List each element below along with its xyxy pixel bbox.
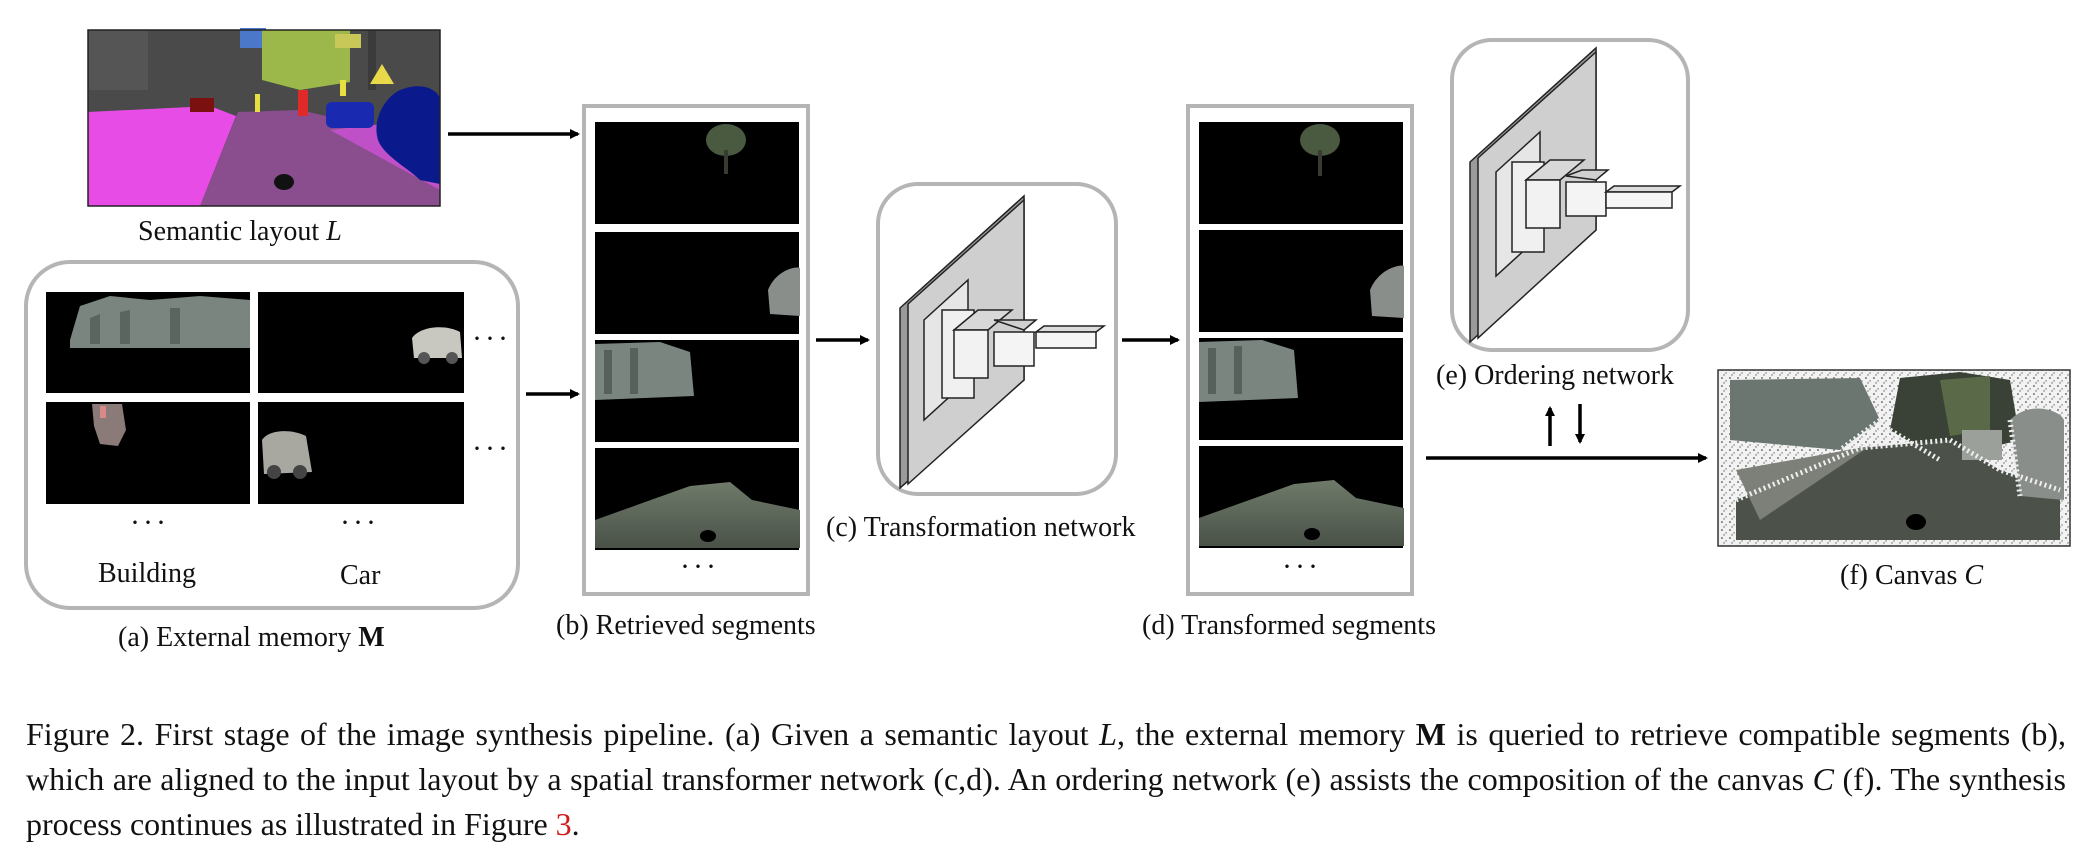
retrieved-segment-car: [595, 232, 800, 334]
semantic-layout-image: [87, 28, 441, 207]
caption-text-4: (f). The synthesis process continues as …: [26, 761, 2067, 842]
pipeline-figure: Semantic layout L ··· ··· ··· ··· Buildi…: [24, 28, 2071, 653]
transformation-network-label: (c) Transformation network: [826, 512, 1136, 543]
retrieved-segment-road: [595, 448, 800, 550]
transformed-segment-tree: [1199, 122, 1403, 224]
ellipsis-car: ···: [340, 506, 379, 539]
caption-symbol-L: L: [1099, 716, 1117, 752]
caption-text-2: , the external memory: [1116, 716, 1416, 752]
figure-caption: Figure 2. First stage of the image synth…: [26, 712, 2066, 847]
retrieved-segment-building: [595, 340, 799, 442]
ellipsis-retrieved: ···: [680, 550, 719, 583]
car-label: Car: [340, 560, 381, 591]
caption-symbol-M: M: [1415, 716, 1446, 752]
transformed-segment-road: [1199, 446, 1404, 548]
ordering-network-label: (e) Ordering network: [1436, 360, 1674, 391]
ordering-network-icon: [1469, 46, 1683, 344]
retrieved-segments-label: (b) Retrieved segments: [556, 610, 816, 641]
memory-car-segment-2: [258, 402, 464, 504]
transformation-network-icon: [899, 194, 1107, 490]
caption-symbol-C: C: [1812, 761, 1834, 797]
memory-building-segment-2: [46, 402, 250, 504]
ellipsis-row-2: ···: [472, 432, 511, 465]
caption-text-5: .: [571, 806, 580, 842]
transformed-segment-building: [1199, 338, 1403, 440]
building-label: Building: [98, 558, 196, 589]
transformed-segments-label: (d) Transformed segments: [1142, 610, 1436, 641]
figure-reference-link[interactable]: 3: [555, 806, 572, 842]
retrieved-segment-tree: [595, 122, 799, 224]
ellipsis-building: ···: [130, 506, 169, 539]
caption-text-1: Figure 2. First stage of the image synth…: [26, 716, 1100, 752]
memory-building-segment-1: [46, 292, 250, 393]
ellipsis-row-1: ···: [472, 322, 511, 355]
memory-car-segment-1: [258, 292, 464, 393]
caption-text-3: is queried to retrieve compatible segmen…: [26, 716, 2067, 797]
canvas-label: (f) Canvas C: [1840, 560, 1983, 591]
ellipsis-transformed: ···: [1282, 550, 1321, 583]
semantic-layout-label: Semantic layout L: [138, 216, 342, 247]
canvas-image: [1717, 369, 2071, 547]
external-memory-label: (a) External memory M: [118, 622, 385, 653]
transformed-segment-car: [1199, 230, 1404, 332]
